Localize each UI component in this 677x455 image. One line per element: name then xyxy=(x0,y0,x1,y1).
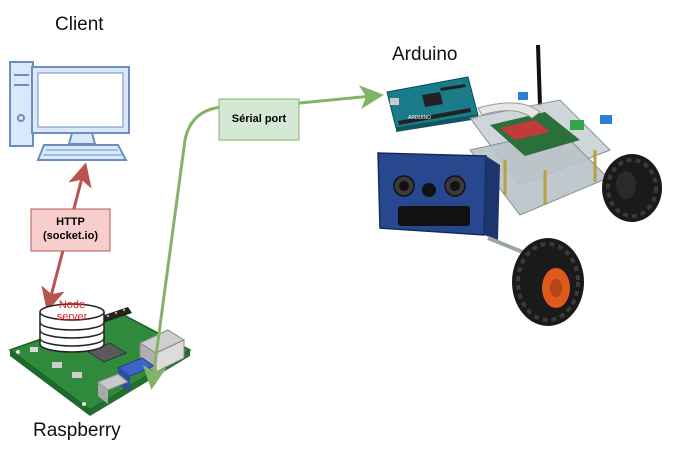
node-server-line1: Node xyxy=(58,299,86,311)
raspberry-label: Raspberry xyxy=(33,420,121,441)
desktop-computer-icon xyxy=(9,61,130,161)
node-server-line2: server xyxy=(56,311,88,323)
node-server-label: Node server xyxy=(44,299,100,323)
http-box: HTTP (socket.io) xyxy=(31,209,110,251)
arduino-board: ARDUINO xyxy=(386,76,479,132)
http-box-line1: HTTP xyxy=(56,216,85,228)
arduino-label: Arduino xyxy=(392,44,458,65)
robot-car xyxy=(377,44,662,326)
http-box-shape xyxy=(30,208,111,252)
http-box-line2: (socket.io) xyxy=(42,230,98,242)
svg-text:ARDUINO: ARDUINO xyxy=(408,115,431,121)
serial-port-box: Sérial port xyxy=(231,113,287,125)
client-label: Client xyxy=(55,14,104,35)
serial-box-shape xyxy=(218,98,300,141)
node-server-database-icon xyxy=(39,303,105,353)
robot-wheel-rear xyxy=(602,154,662,222)
robot-wheel-front xyxy=(512,238,584,326)
